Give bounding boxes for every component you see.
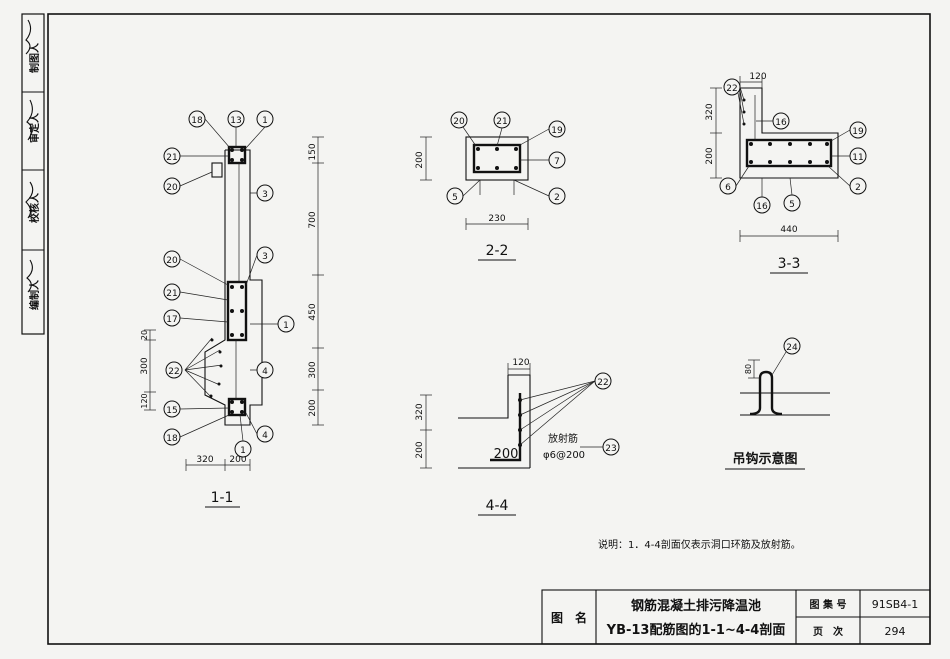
dim-1-1-left-120: 120	[140, 393, 149, 408]
dim-1-1-150: 150	[308, 143, 318, 160]
atlas-number-value: 91SB4-1	[872, 598, 919, 611]
bubble-20b: 20	[166, 256, 178, 266]
bubble-4b: 4	[262, 431, 268, 441]
dim-3-3-200: 200	[705, 147, 715, 164]
bubble-15: 15	[166, 406, 177, 416]
bubble-4-4-23: 23	[605, 444, 616, 454]
bubble-2-2-20: 20	[453, 117, 465, 127]
draw-label: 制图人	[28, 42, 41, 73]
dim-3-3-320: 320	[705, 103, 715, 120]
title-block: 图 名 钢筋混凝土排污降温池 YB-13配筋图的1-1~4-4剖面 图 集 号 …	[541, 589, 931, 645]
dim-3-3-440: 440	[780, 225, 797, 235]
bubble-3-3-19: 19	[852, 127, 864, 137]
design-label: 编制人	[28, 279, 41, 310]
dim-3-3-120: 120	[749, 72, 766, 82]
bubble-3: 3	[262, 190, 268, 200]
bubble-3b: 3	[262, 252, 268, 262]
bubble-1: 1	[262, 116, 268, 126]
page-number-label: 页 次	[813, 625, 843, 638]
bubble-21: 21	[166, 153, 177, 163]
section-4-4: 120 320 200 200 放射筋 φ6@200 4-4 22 23	[415, 358, 620, 516]
bubbles-1-1: 18 13 1 21 20 3 20 3 21 17 1 22 4 15 4 1…	[163, 110, 295, 458]
dim-1-1-700: 700	[308, 211, 318, 228]
dim-1-1-left-20: 20	[140, 330, 149, 340]
dim-4-4-inner-200: 200	[494, 447, 519, 462]
bubble-2-2-21: 21	[496, 117, 507, 127]
sheet-border	[47, 13, 931, 645]
title-block-name-label: 图 名	[551, 610, 587, 625]
dim-4-4-200: 200	[415, 441, 425, 458]
signature-scribble	[25, 19, 34, 293]
bubble-3-3-16b: 16	[756, 202, 768, 212]
hook-diagram: 80 24 吊钩示意图	[725, 337, 830, 470]
label-radial-bar: 放射筋	[548, 432, 578, 445]
bubble-2-2-19: 19	[551, 126, 563, 136]
bubble-3-3-6: 6	[725, 183, 731, 193]
bubble-13: 13	[230, 116, 241, 126]
section-2-2-title: 2-2	[486, 243, 509, 259]
dim-1-1-bottom-320: 320	[196, 455, 213, 465]
bubble-21b: 21	[166, 289, 177, 299]
check-label: 校核人	[28, 192, 41, 223]
bubble-hook-24: 24	[786, 343, 798, 353]
approve-label: 审定人	[28, 112, 41, 143]
section-1-1: 150 700 450 300 200 20 300 120 320 200 1…	[140, 136, 324, 508]
signature-strip: 审定人 校核人 制图人 编制人	[21, 13, 45, 335]
bubble-20: 20	[166, 183, 178, 193]
drawing-name-line2: YB-13配筋图的1-1~4-4剖面	[606, 622, 786, 638]
bubble-4-4-22: 22	[597, 378, 608, 388]
dim-hook-80: 80	[744, 364, 753, 374]
section-3-3: 120 320 200 440 3-3 22 16 19 11 6 16 5 2	[705, 72, 867, 274]
bubble-3-3-16: 16	[775, 118, 787, 128]
bubble-18: 18	[191, 116, 203, 126]
dim-1-1-bottom-200: 200	[229, 455, 246, 465]
bubble-2-2-2: 2	[554, 193, 560, 203]
section-4-4-title: 4-4	[486, 498, 509, 514]
bubble-1b: 1	[283, 321, 289, 331]
bubble-17: 17	[166, 315, 177, 325]
label-radial-spec: φ6@200	[543, 450, 585, 461]
dim-2-2-200: 200	[415, 151, 425, 168]
drawing-note: 说明：1．4-4剖面仅表示洞口环筋及放射筋。	[598, 538, 801, 551]
dim-1-1-450: 450	[308, 303, 318, 320]
section-1-1-title: 1-1	[211, 490, 234, 506]
section-3-3-title: 3-3	[778, 256, 801, 272]
bubble-4: 4	[262, 367, 268, 377]
atlas-number-label: 图 集 号	[810, 598, 847, 611]
hook-diagram-title: 吊钩示意图	[732, 451, 797, 467]
dim-4-4-120: 120	[512, 358, 529, 368]
dim-1-1-200: 200	[308, 399, 318, 416]
bubble-2-2-5: 5	[452, 193, 458, 203]
bubble-3-3-2: 2	[855, 183, 861, 193]
dim-1-1-300: 300	[308, 361, 318, 378]
bubble-3-3-11: 11	[852, 153, 863, 163]
section-2-2: 200 230 2-2 20 21 19 7 5 2	[415, 111, 566, 261]
dim-1-1-left-300: 300	[140, 357, 150, 374]
bubble-3-3-22: 22	[726, 84, 737, 94]
bubble-1c: 1	[240, 446, 246, 456]
bubble-2-2-7: 7	[554, 157, 560, 167]
bubble-22: 22	[168, 367, 179, 377]
dim-2-2-230: 230	[488, 214, 505, 224]
bubble-3-3-5: 5	[789, 200, 795, 210]
dim-4-4-320: 320	[415, 403, 425, 420]
page-number-value: 294	[885, 625, 906, 638]
drawing-name-line1: 钢筋混凝土排污降温池	[631, 598, 761, 614]
bubble-18b: 18	[166, 434, 178, 444]
